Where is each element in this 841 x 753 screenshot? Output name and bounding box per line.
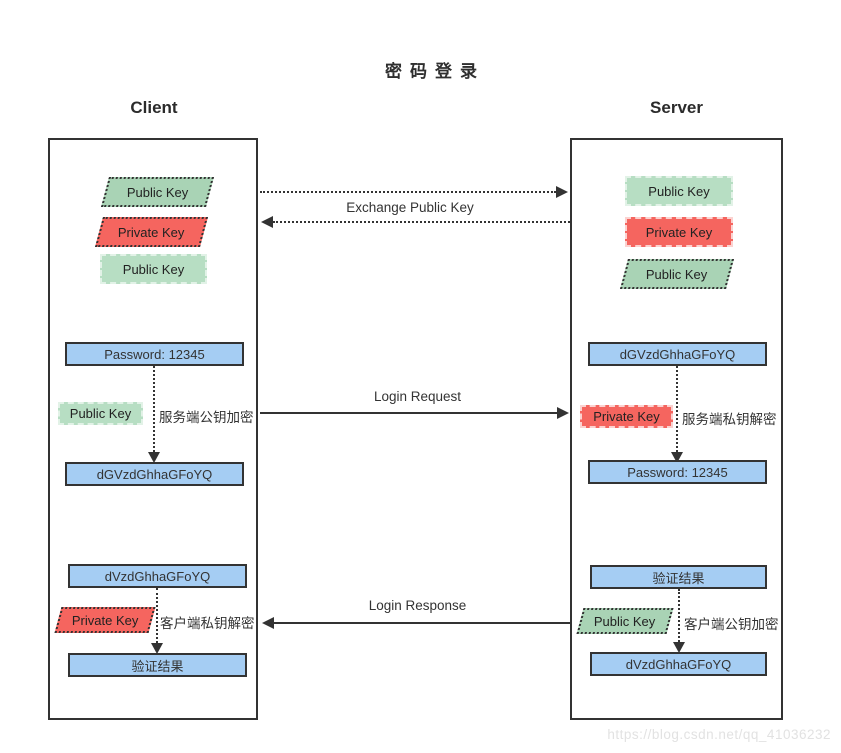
- client-private-key-shape: Private Key: [94, 217, 209, 247]
- exchange-arrow-right-head: [556, 186, 568, 198]
- client-encrypt-note: 服务端公钥加密: [159, 410, 254, 425]
- login-response-label: Login Response: [368, 598, 467, 613]
- client-encrypt-arrow-line: [153, 366, 155, 452]
- key-label: Private Key: [71, 612, 139, 628]
- server-exchanged-public-key-shape: Public Key: [619, 259, 735, 289]
- server-private-key-shape: Private Key: [625, 217, 733, 247]
- key-label: Public Key: [648, 183, 710, 199]
- login-response-head: [262, 617, 274, 629]
- login-response-line: [274, 622, 570, 624]
- server-decrypt-note: 服务端私钥解密: [682, 412, 777, 427]
- key-label: Public Key: [594, 613, 656, 629]
- exchange-arrow-left-head: [261, 216, 273, 228]
- server-response-cipher-box: dVzdGhhaGFoYQ: [590, 652, 767, 676]
- client-decrypt-result-key-shape: Private Key: [54, 607, 156, 633]
- server-heading: Server: [650, 98, 703, 117]
- server-encrypt-result-key-shape: Public Key: [576, 608, 674, 634]
- server-own-public-key-shape: Public Key: [625, 176, 733, 206]
- server-result-box: 验证结果: [590, 565, 767, 589]
- server-encrypt-result-arrow-head: [673, 642, 685, 653]
- key-label: Public Key: [646, 266, 708, 282]
- client-decrypt-result-note: 客户端私钥解密: [160, 616, 255, 631]
- server-decrypt-arrow-head: [671, 452, 683, 463]
- key-label: Private Key: [593, 409, 660, 424]
- client-password-plain-box: Password: 12345: [65, 342, 244, 366]
- login-request-label: Login Request: [373, 389, 462, 404]
- login-request-head: [557, 407, 569, 419]
- client-encrypt-arrow-head: [148, 452, 160, 463]
- server-encrypt-result-arrow-line: [678, 589, 680, 642]
- server-encrypt-result-note: 客户端公钥加密: [684, 617, 779, 632]
- key-label: Private Key: [118, 224, 185, 240]
- client-decrypt-result-arrow-line: [156, 588, 158, 643]
- key-label: Public Key: [122, 261, 185, 277]
- key-label: Public Key: [69, 406, 132, 421]
- exchange-arrow-right-line: [260, 191, 556, 193]
- key-label: Private Key: [645, 224, 713, 240]
- key-label: Public Key: [126, 184, 189, 200]
- client-decrypt-result-arrow-head: [151, 643, 163, 654]
- client-response-cipher-box: dVzdGhhaGFoYQ: [68, 564, 247, 588]
- exchange-arrow-label: Exchange Public Key: [346, 200, 474, 215]
- client-exchanged-public-key-shape: Public Key: [100, 177, 215, 207]
- server-cipher-box: dGVzdGhhaGFoYQ: [588, 342, 767, 366]
- client-cipher-box: dGVzdGhhaGFoYQ: [65, 462, 244, 486]
- client-heading: Client: [130, 98, 178, 117]
- login-request-line: [260, 412, 558, 414]
- exchange-arrow-left-line: [273, 221, 570, 223]
- client-result-box: 验证结果: [68, 653, 247, 677]
- csdn-watermark: https://blog.csdn.net/qq_41036232: [607, 727, 831, 742]
- client-own-public-key-shape: Public Key: [100, 254, 207, 284]
- server-decrypt-arrow-line: [676, 366, 678, 452]
- diagram-title: 密码登录: [385, 62, 485, 81]
- server-decrypt-key-shape: Private Key: [580, 405, 673, 428]
- server-password-plain-box: Password: 12345: [588, 460, 767, 484]
- client-encrypt-key-shape: Public Key: [58, 402, 143, 425]
